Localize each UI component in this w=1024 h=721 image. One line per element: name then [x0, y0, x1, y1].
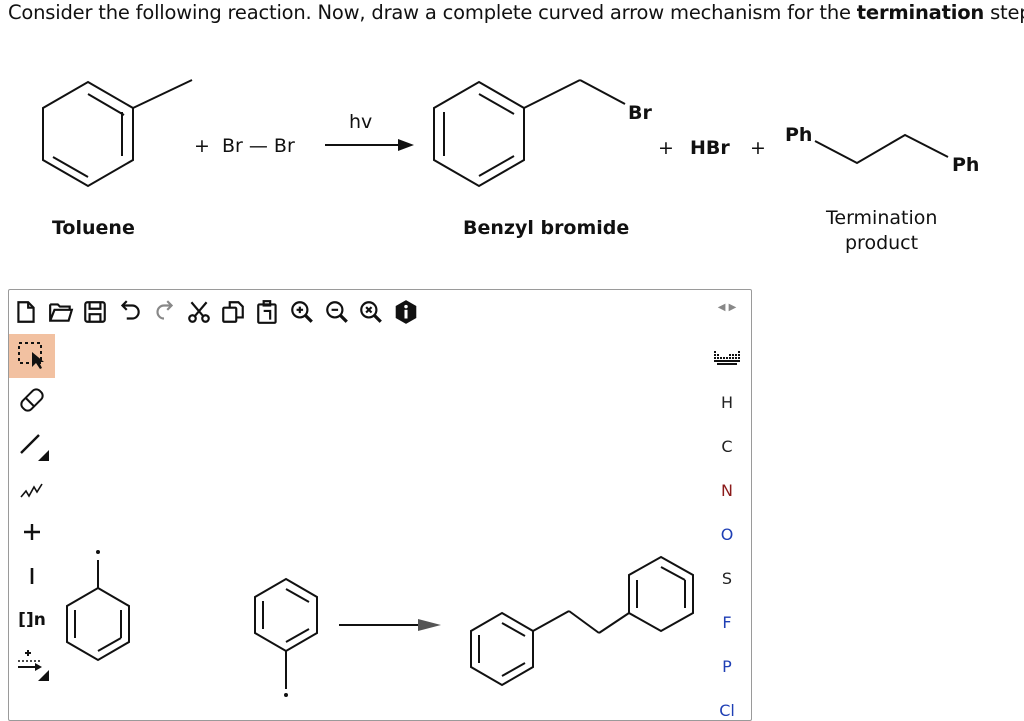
termination-label-line2: product	[845, 232, 918, 254]
editor-toolbar	[9, 290, 699, 334]
phenyl-label-2: Ph	[952, 154, 979, 176]
atom-symbol-n: N	[721, 480, 733, 500]
atom-symbol-h: H	[720, 392, 734, 412]
plus-sign-3: +	[750, 137, 766, 159]
phenyl-label-1: Ph	[785, 124, 812, 146]
atom-button-n[interactable]: N	[703, 470, 751, 510]
atom-symbol-s: S	[721, 568, 733, 588]
light-condition: hv	[349, 111, 372, 133]
atom-button-cl[interactable]: Cl	[703, 690, 751, 720]
atom-button-c[interactable]: C	[703, 426, 751, 466]
atom-symbol-c: C	[721, 436, 733, 456]
sgroup-tool-button[interactable]: []n	[9, 598, 55, 642]
hbr-label: HBr	[690, 137, 730, 159]
radical-dot-2	[284, 693, 288, 697]
periodic-table-icon	[714, 351, 740, 365]
charge-plus-button[interactable]	[9, 510, 55, 554]
new-document-icon	[17, 301, 35, 323]
atom-button-h[interactable]: H	[703, 382, 751, 422]
save-icon	[84, 301, 107, 323]
benzyl-bromide-structure	[433, 79, 626, 188]
info-button[interactable]	[389, 292, 424, 332]
open-button[interactable]	[44, 292, 79, 332]
plus-sign-2: +	[658, 137, 674, 159]
atom-button-p[interactable]: P	[703, 646, 751, 686]
cut-button[interactable]	[182, 292, 217, 332]
paste-button[interactable]	[251, 292, 286, 332]
question-text: Consider the following reaction. Now, dr…	[8, 1, 1024, 24]
select-tool-button[interactable]	[9, 334, 55, 378]
bromine-label: Br	[628, 102, 652, 124]
zoom-in-icon	[291, 301, 314, 323]
charge-minus-button[interactable]	[9, 554, 55, 598]
editor-left-toolbar: []n	[9, 334, 55, 720]
info-icon	[395, 300, 417, 324]
chain-icon	[20, 483, 43, 498]
atom-symbol-o: O	[720, 524, 734, 544]
toluene-label: Toluene	[52, 217, 135, 239]
toluene-structure	[42, 79, 193, 188]
plus-charge-icon	[24, 524, 40, 540]
periodic-table-button[interactable]	[703, 338, 751, 378]
lasso-select-icon	[18, 342, 44, 369]
cut-icon	[187, 301, 210, 323]
reaction-arrow	[325, 139, 414, 151]
single-bond-icon	[20, 434, 49, 461]
minus-charge-icon	[30, 568, 34, 584]
question-after: step.	[990, 1, 1024, 24]
reaction-arrow-tool-icon	[18, 650, 49, 681]
benzyl-radical-1	[66, 560, 130, 662]
bromine-reagent: Br — Br	[222, 135, 295, 157]
atom-palette: ◀ ▶ H C N O S F P Cl	[703, 290, 751, 720]
benzyl-bromide-label: Benzyl bromide	[463, 217, 629, 239]
reaction-scheme: + Br — Br hv Br + HBr + Ph Ph Toluene Be…	[42, 79, 979, 254]
atom-button-s[interactable]: S	[703, 558, 751, 598]
plus-sign-1: +	[194, 135, 210, 157]
bond-tool-button[interactable]	[9, 422, 55, 466]
atom-button-o[interactable]: O	[703, 514, 751, 554]
zoom-in-button[interactable]	[285, 292, 320, 332]
zoom-out-icon	[325, 301, 348, 323]
undo-icon	[120, 300, 140, 320]
atom-symbol-f: F	[722, 612, 732, 632]
redo-icon	[156, 300, 174, 320]
open-folder-icon	[48, 303, 74, 322]
chain-tool-button[interactable]	[9, 466, 55, 510]
undo-button[interactable]	[113, 292, 148, 332]
question-bold: termination	[856, 1, 985, 24]
atom-symbol-p: P	[722, 656, 732, 676]
termination-label-line1: Termination	[825, 207, 937, 229]
reaction-arrow-tool-button[interactable]	[9, 642, 55, 686]
redo-button[interactable]	[147, 292, 182, 332]
erase-tool-button[interactable]	[9, 378, 55, 422]
atom-button-f[interactable]: F	[703, 602, 751, 642]
zoom-out-button[interactable]	[320, 292, 355, 332]
new-document-button[interactable]	[9, 292, 44, 332]
atom-symbol-cl: Cl	[719, 700, 735, 720]
drawn-mechanism	[66, 550, 694, 697]
zoom-reset-icon	[360, 301, 383, 323]
radical-dot-1	[96, 550, 100, 554]
copy-button[interactable]	[216, 292, 251, 332]
save-button[interactable]	[78, 292, 113, 332]
termination-product-structure	[814, 133, 949, 165]
paste-icon	[256, 300, 277, 324]
benzyl-radical-2	[254, 577, 318, 689]
drawing-canvas[interactable]	[55, 334, 703, 720]
bibenzyl-product	[470, 555, 694, 687]
zoom-reset-button[interactable]	[354, 292, 389, 332]
structure-editor[interactable]: []n	[8, 289, 752, 721]
question-before: Consider the following reaction. Now, dr…	[8, 1, 857, 24]
mechanism-arrowhead	[418, 619, 441, 631]
sgroup-label: []n	[18, 610, 46, 630]
palette-scroll-arrows[interactable]: ◀ ▶	[717, 302, 737, 313]
copy-icon	[222, 301, 245, 323]
eraser-icon	[20, 388, 44, 412]
